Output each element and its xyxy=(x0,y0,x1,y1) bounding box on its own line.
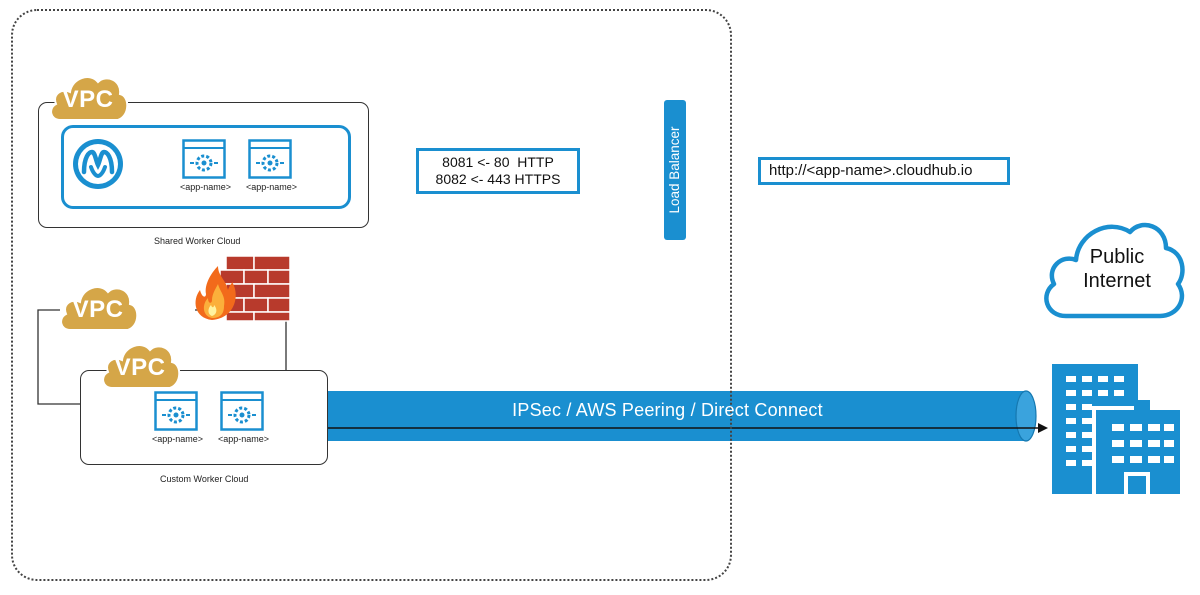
custom-worker-cloud-caption: Custom Worker Cloud xyxy=(160,474,249,484)
vpc-label: VPC xyxy=(72,296,124,323)
port-mapping-http: 8081 <- 80 HTTP xyxy=(442,154,554,170)
app-window-icon xyxy=(182,139,226,179)
public-internet-line2: Internet xyxy=(1083,270,1151,292)
load-balancer-label: Load Balancer xyxy=(667,126,682,214)
app-window-icon xyxy=(220,391,264,431)
public-internet-cloud-icon xyxy=(1038,214,1188,327)
vpc-cloud-icon-inner: VPC xyxy=(98,334,182,392)
vpc-cloud-icon: VPC xyxy=(46,66,130,124)
port-mapping-box: 8081 <- 80 HTTP 8082 <- 443 HTTPS xyxy=(416,148,580,194)
public-internet-line1: Public xyxy=(1089,246,1145,268)
app-url-box: http://<app-name>.cloudhub.io xyxy=(758,157,1010,185)
load-balancer-bar xyxy=(664,100,686,240)
shared-worker-cloud-caption: Shared Worker Cloud xyxy=(154,236,241,246)
vpc-cloud-icon-outer: VPC xyxy=(56,276,140,334)
app-window-shared-1: <app-name> xyxy=(180,139,232,192)
cloudhub-frame xyxy=(11,9,732,581)
app-window-icon xyxy=(248,139,292,179)
vpc-label: VPC xyxy=(114,354,166,381)
app-name-label: <app-name> xyxy=(180,182,232,192)
tunnel-label: IPSec / AWS Peering / Direct Connect xyxy=(512,400,823,420)
public-internet-label: Public Internet xyxy=(1058,245,1176,293)
app-window-custom-1: <app-name> xyxy=(152,391,204,444)
app-name-label: <app-name> xyxy=(246,182,298,192)
app-window-custom-2: <app-name> xyxy=(218,391,270,444)
app-window-shared-2: <app-name> xyxy=(246,139,298,192)
custom-vpc-connector xyxy=(37,309,82,405)
buildings-icon xyxy=(1050,362,1184,501)
flame-icon xyxy=(195,266,236,320)
mulesoft-logo xyxy=(71,137,125,196)
app-window-icon xyxy=(154,391,198,431)
app-name-label: <app-name> xyxy=(152,434,204,444)
vpc-label: VPC xyxy=(62,86,114,113)
port-mapping-https: 8082 <- 443 HTTPS xyxy=(435,171,561,187)
firewall-icon xyxy=(190,254,292,327)
app-name-label: <app-name> xyxy=(218,434,270,444)
